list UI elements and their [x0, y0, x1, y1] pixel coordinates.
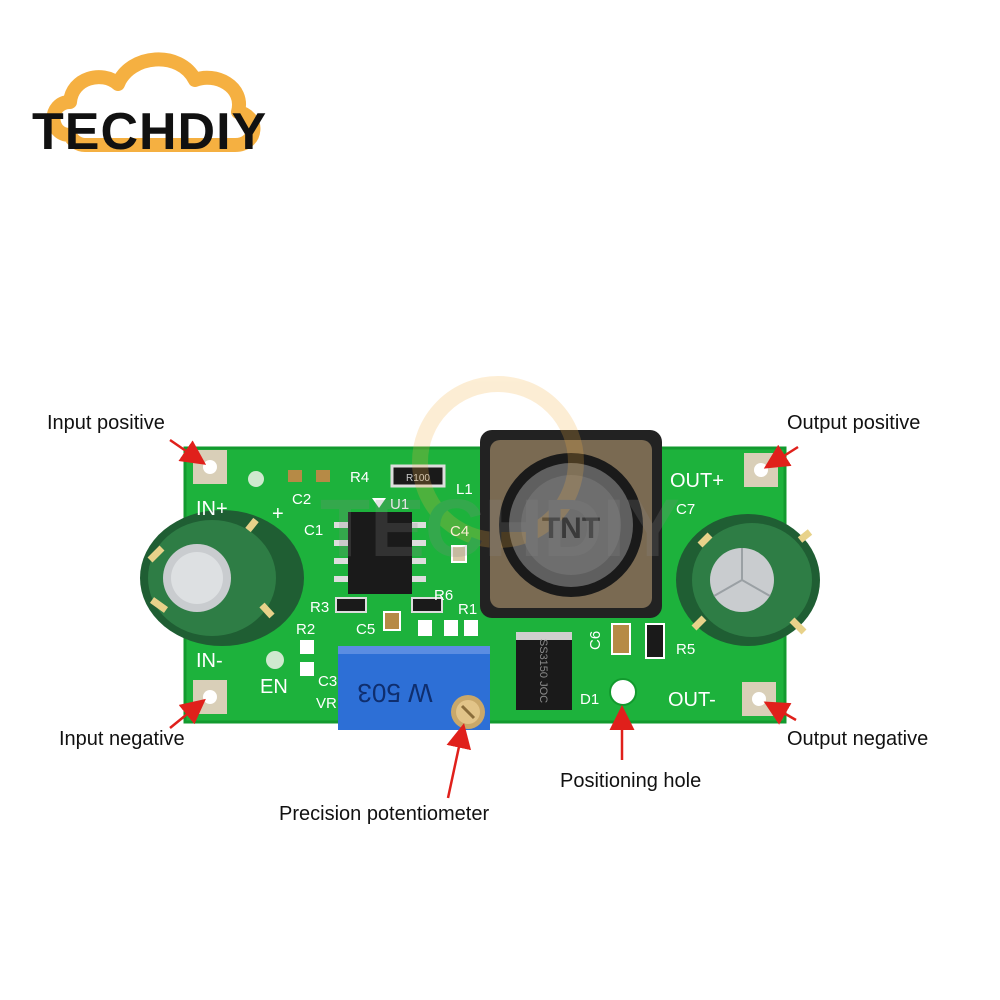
- callout-output-negative: Output negative: [787, 728, 929, 750]
- input-negative-pad: [193, 680, 227, 714]
- mount-hole: [248, 471, 264, 487]
- arrow-output-negative: [763, 701, 797, 725]
- callout-positioning-hole: Positioning hole: [560, 770, 702, 792]
- output-negative-pad: [742, 682, 776, 716]
- en-pad: [266, 651, 284, 669]
- callout-output-positive: Output positive: [787, 412, 921, 434]
- arrow-precision-potentiometer: [446, 723, 472, 799]
- silk-vr: VR: [316, 695, 337, 712]
- precision-potentiometer: W 503: [338, 646, 490, 730]
- silkscreen-labels: IN+ IN- OUT+ OUT- EN + C1 C2 C3 C4 C5 C6…: [196, 469, 724, 712]
- silk-l1: L1: [456, 481, 473, 498]
- callout-input-positive: Input positive: [47, 412, 165, 434]
- diode-marking: SS3150 JOC: [537, 639, 549, 703]
- positioning-hole: [609, 678, 637, 706]
- silk-out-plus: OUT+: [670, 470, 724, 492]
- silk-r2: R2: [296, 621, 315, 638]
- silk-c7: C7: [676, 501, 695, 518]
- silk-in-minus: IN-: [196, 650, 223, 672]
- silk-u1: U1: [390, 496, 409, 513]
- silk-c1: C1: [304, 522, 323, 539]
- silk-r5: R5: [676, 641, 695, 658]
- silk-in-plus: IN+: [196, 498, 228, 520]
- silk-d1: D1: [580, 691, 599, 708]
- callout-precision-potentiometer: Precision potentiometer: [279, 803, 490, 825]
- output-positive-pad: [744, 453, 778, 487]
- silk-c3: C3: [318, 673, 337, 690]
- silk-r1: R1: [458, 601, 477, 618]
- silk-out-minus: OUT-: [668, 689, 716, 711]
- silk-c2: C2: [292, 491, 311, 508]
- watermark: TECHDIY: [320, 376, 680, 574]
- diode-d1: SS3150 JOC: [516, 632, 572, 710]
- chip-u1: [334, 498, 426, 594]
- input-capacitor: [140, 510, 304, 646]
- cloud-logo-icon: [46, 52, 261, 152]
- inductor-marking: TNT: [542, 512, 600, 545]
- silk-en: EN: [260, 676, 288, 698]
- output-capacitor: [676, 514, 820, 646]
- silk-r4: R4: [350, 469, 369, 486]
- callout-input-negative: Input negative: [59, 728, 185, 750]
- inductor-l1: TNT: [480, 430, 662, 618]
- watermark-text: TECHDIY: [320, 483, 680, 574]
- silk-c4: C4: [450, 523, 469, 540]
- input-positive-pad: [193, 450, 227, 484]
- potentiometer-marking: W 503: [357, 678, 432, 708]
- silk-c5: C5: [356, 621, 375, 638]
- arrow-output-positive: [763, 444, 799, 469]
- smd-components: R100: [288, 464, 665, 676]
- silk-r6: R6: [434, 587, 453, 604]
- silk-r3: R3: [310, 599, 329, 616]
- silk-c6: C6: [587, 631, 604, 650]
- brand-logo: TECHDIY: [30, 40, 270, 158]
- arrow-input-positive: [169, 438, 207, 465]
- resistor-r4-marking: R100: [406, 473, 430, 484]
- silk-plus: +: [272, 503, 284, 525]
- arrow-input-negative: [169, 698, 206, 729]
- brand-name: TECHDIY: [32, 103, 268, 161]
